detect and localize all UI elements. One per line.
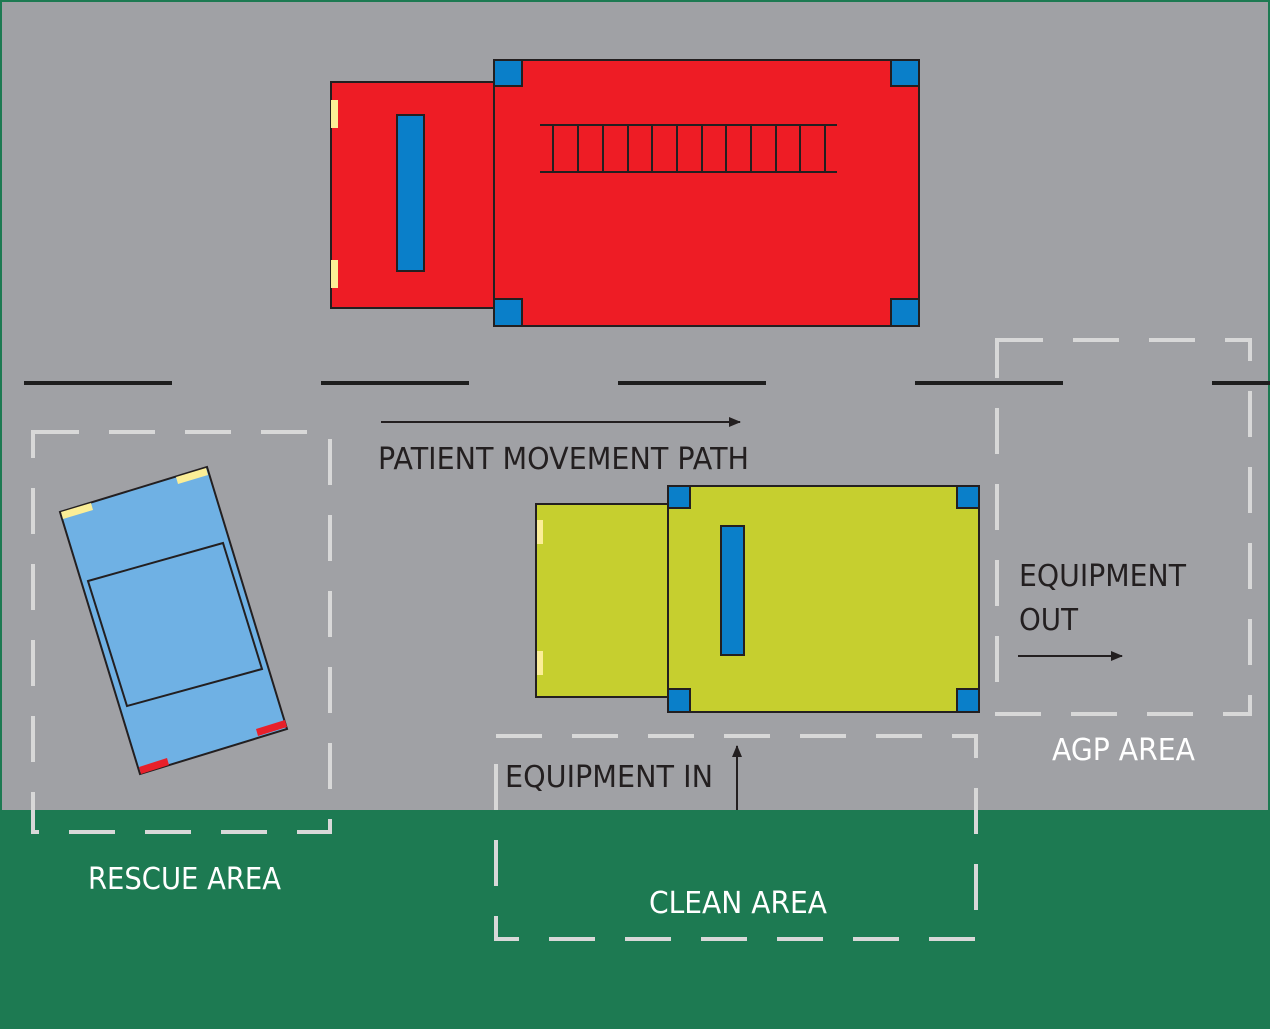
headlight bbox=[331, 100, 338, 128]
ambulance-cab bbox=[535, 503, 669, 698]
corner-light bbox=[493, 59, 523, 87]
car bbox=[58, 465, 289, 776]
fire-truck-cab-light-bar bbox=[396, 114, 425, 272]
car-roof bbox=[86, 541, 264, 708]
headlight bbox=[331, 260, 338, 288]
corner-light bbox=[890, 298, 920, 327]
headlight bbox=[537, 651, 543, 675]
corner-light bbox=[667, 688, 691, 713]
ambulance-body bbox=[667, 485, 980, 713]
corner-light bbox=[890, 59, 920, 87]
taillight bbox=[139, 758, 169, 774]
fire-truck bbox=[330, 59, 920, 327]
corner-light bbox=[956, 688, 980, 713]
fire-truck-body bbox=[493, 59, 920, 327]
headlight bbox=[537, 520, 543, 544]
corner-light bbox=[493, 298, 523, 327]
clean-area-label: CLEAN AREA bbox=[649, 886, 827, 921]
grass-verge bbox=[0, 810, 1270, 1029]
headlight bbox=[176, 468, 208, 484]
ambulance bbox=[535, 485, 980, 713]
clean-area-zone bbox=[494, 734, 978, 941]
patient-movement-path-label: PATIENT MOVEMENT PATH bbox=[378, 442, 749, 477]
agp-area-zone bbox=[995, 338, 1252, 716]
taillight bbox=[256, 720, 287, 736]
headlight bbox=[61, 503, 93, 519]
agp-area-label: AGP AREA bbox=[1052, 733, 1195, 768]
corner-light bbox=[956, 485, 980, 509]
corner-light bbox=[667, 485, 691, 509]
ambulance-light-bar bbox=[720, 525, 745, 656]
equipment-in-label: EQUIPMENT IN bbox=[505, 760, 713, 795]
equipment-out-label-line1: EQUIPMENT bbox=[1019, 559, 1187, 594]
ladder bbox=[540, 124, 837, 173]
rescue-area-zone bbox=[31, 430, 332, 834]
rescue-area-label: RESCUE AREA bbox=[88, 862, 281, 897]
equipment-out-label-line2: OUT bbox=[1019, 603, 1079, 638]
